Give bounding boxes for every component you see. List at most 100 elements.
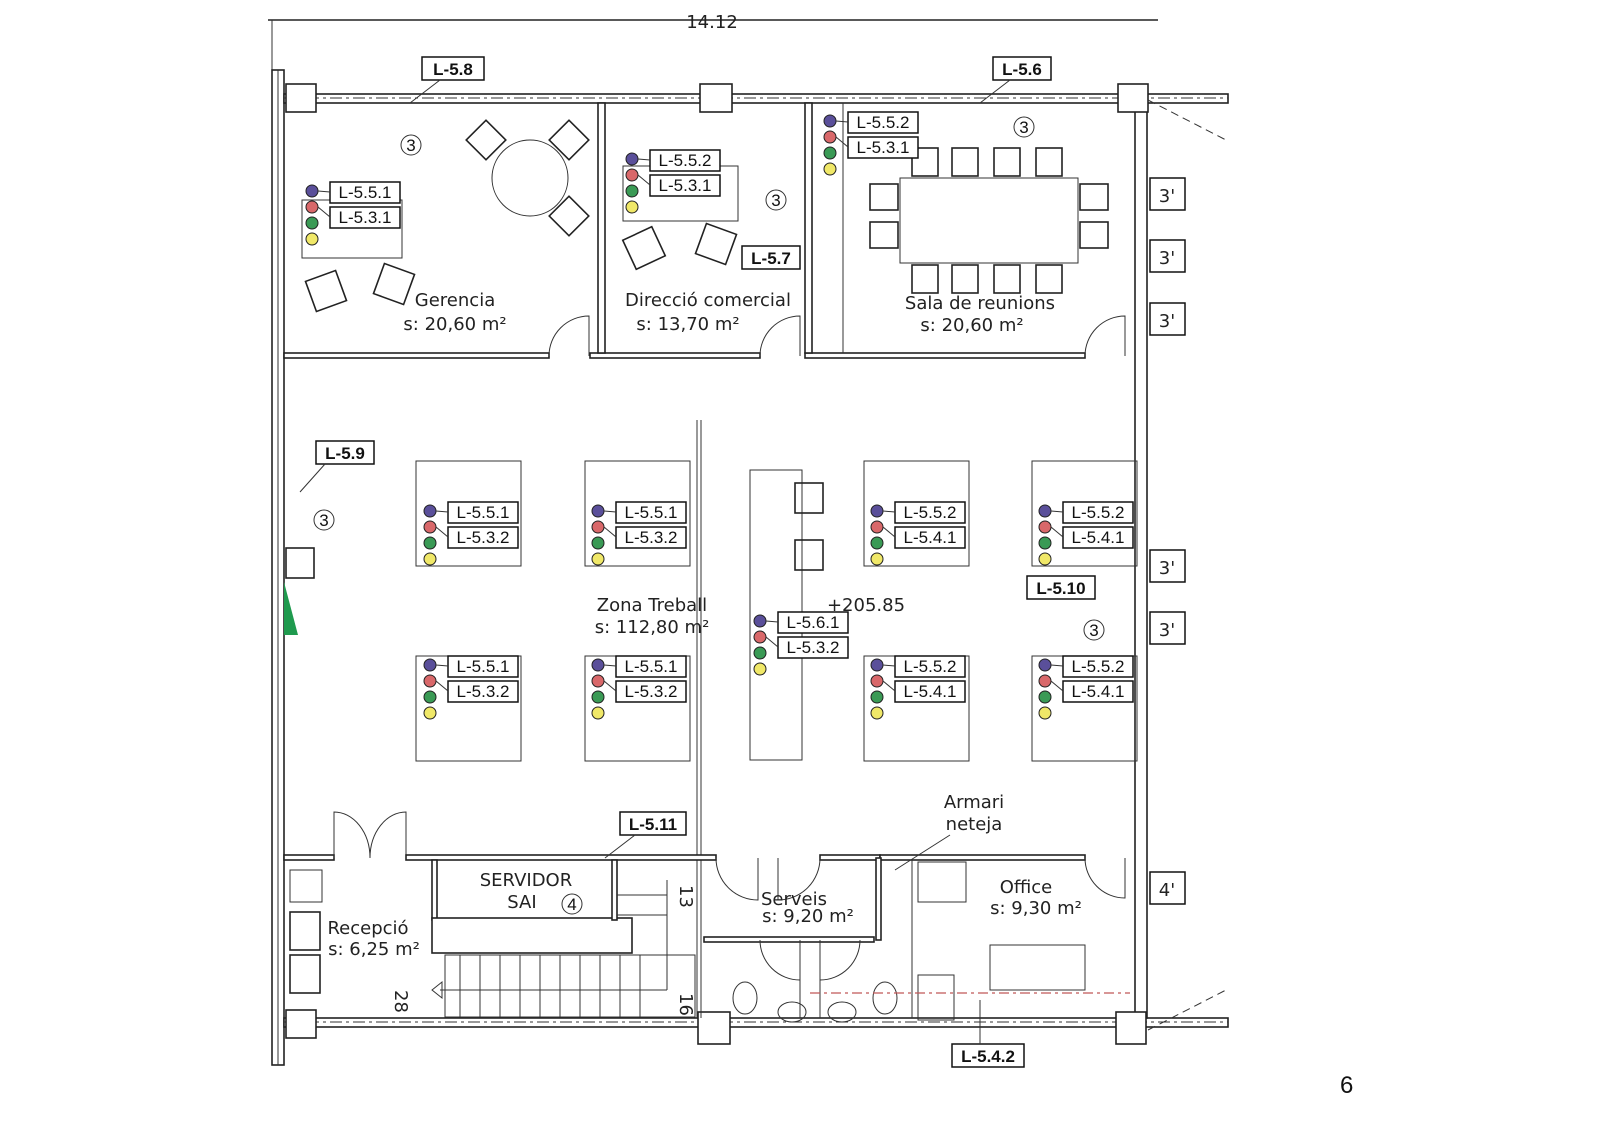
meeting-table-round — [491, 139, 569, 217]
room-area-gerencia: s: 20,60 m² — [403, 314, 506, 335]
dimension-label: 14.12 — [686, 12, 738, 33]
outlet-group: L-5.5.1L-5.3.2 — [591, 501, 687, 566]
outlet-label: L-5.5.2 — [904, 503, 957, 522]
room-area-direccio: s: 13,70 m² — [636, 314, 739, 335]
side-marks: 3' 3' 3' 3' 3' 4' — [1149, 177, 1186, 905]
panel-tags: L-5.8 L-5.6 L-5.7 L-5.9 L-5.10 L-5.11 L-… — [299, 56, 1096, 1068]
room-name-direccio: Direcció comercial — [625, 290, 791, 311]
outlet-label: L-5.4.1 — [904, 682, 957, 701]
room-area-recepcio: s: 6,25 m² — [328, 939, 420, 960]
outlet-group: L-5.5.1L-5.3.2 — [423, 655, 519, 720]
room-name-gerencia: Gerencia — [415, 290, 495, 311]
svg-text:L-5.10: L-5.10 — [1036, 579, 1085, 598]
outlet-dot — [305, 232, 319, 246]
svg-text:3: 3 — [319, 511, 328, 530]
workstations — [415, 460, 1138, 762]
outlet-dot — [305, 216, 319, 230]
outlet-dot — [423, 504, 437, 518]
tag-l56: L-5.6 — [979, 56, 1052, 104]
outlet-group: L-5.5.2L-5.4.1 — [1038, 501, 1134, 566]
svg-text:3': 3' — [1159, 311, 1175, 332]
svg-text:3': 3' — [1159, 186, 1175, 207]
outlet-dot — [870, 520, 884, 534]
outlet-group: L-5.5.1L-5.3.1 — [305, 181, 401, 246]
outlet-dot — [591, 552, 605, 566]
outlet-dot — [823, 146, 837, 160]
green-marker — [284, 582, 298, 635]
outlet-label: L-5.5.2 — [1072, 503, 1125, 522]
outlet-dot — [591, 690, 605, 704]
outlet-group: L-5.5.2L-5.4.1 — [870, 655, 966, 720]
svg-text:L-5.7: L-5.7 — [751, 249, 791, 268]
outlet-dot — [591, 520, 605, 534]
outlet-dot — [1038, 658, 1052, 672]
outlet-dot — [423, 674, 437, 688]
outlet-dot — [823, 130, 837, 144]
outlet-dot — [823, 162, 837, 176]
outlet-group: L-5.5.2L-5.3.1 — [823, 111, 919, 176]
room-area-zona: s: 112,80 m² — [595, 617, 710, 638]
outlet-dot — [753, 614, 767, 628]
svg-text:3': 3' — [1159, 558, 1175, 579]
outlet-dot — [1038, 706, 1052, 720]
outlet-label: L-5.3.2 — [457, 528, 510, 547]
outlet-dot — [1038, 674, 1052, 688]
room-name-serveis: Serveis — [761, 889, 827, 910]
outlet-group: L-5.6.1L-5.3.2 — [753, 611, 849, 676]
outlet-label: L-5.3.1 — [339, 208, 392, 227]
outlet-label: L-5.5.1 — [625, 657, 678, 676]
outlet-dot — [1038, 536, 1052, 550]
outer-walls — [271, 69, 1229, 1066]
svg-text:L-5.6: L-5.6 — [1002, 60, 1042, 79]
outlet-dot — [423, 690, 437, 704]
circled-numbers: 3 3 3 3 3 4 — [313, 116, 1105, 915]
tag-l58: L-5.8 — [409, 56, 485, 104]
outlet-dot — [870, 674, 884, 688]
outlet-label: L-5.5.2 — [857, 113, 910, 132]
outlet-dot — [625, 200, 639, 214]
outlet-dot — [1038, 504, 1052, 518]
outlet-label: L-5.5.1 — [339, 183, 392, 202]
outlet-dot — [870, 690, 884, 704]
outlet-label: L-5.3.2 — [625, 682, 678, 701]
outlet-dot — [870, 536, 884, 550]
outlet-dot — [1038, 520, 1052, 534]
outlet-dot — [423, 520, 437, 534]
outlet-groups: L-5.5.1L-5.3.1L-5.5.2L-5.3.1L-5.5.2L-5.3… — [305, 111, 1134, 720]
armari-label-1: Armari — [944, 792, 1004, 813]
tag-l542: L-5.4.2 — [951, 1000, 1025, 1068]
circled-number-3: 3 — [1083, 619, 1105, 641]
tag-l511: L-5.11 — [604, 811, 687, 859]
outlet-group: L-5.5.1L-5.3.2 — [423, 501, 519, 566]
svg-text:3: 3 — [771, 191, 780, 210]
svg-text:3: 3 — [1089, 621, 1098, 640]
room-name-servidor: SERVIDOR — [480, 870, 572, 891]
room-name-recepcio: Recepció — [327, 918, 408, 939]
outlet-dot — [753, 630, 767, 644]
svg-text:3: 3 — [406, 136, 415, 155]
outlet-label: L-5.3.2 — [457, 682, 510, 701]
outlet-dot — [870, 552, 884, 566]
outlet-label: L-5.5.2 — [904, 657, 957, 676]
outlet-label: L-5.4.1 — [1072, 682, 1125, 701]
outlet-group: L-5.5.1L-5.3.2 — [591, 655, 687, 720]
outlet-dot — [423, 658, 437, 672]
circled-number-3: 3 — [765, 189, 787, 211]
outlet-dot — [591, 674, 605, 688]
outlet-dot — [423, 706, 437, 720]
furniture — [289, 119, 1138, 1023]
outlet-label: L-5.6.1 — [787, 613, 840, 632]
room-name-zona: Zona Treball — [597, 595, 707, 616]
svg-text:3': 3' — [1159, 620, 1175, 641]
outlet-dot — [591, 504, 605, 518]
outlet-dot — [753, 646, 767, 660]
circled-number-3: 3 — [1013, 116, 1035, 138]
outlet-dot — [1038, 552, 1052, 566]
svg-text:L-5.11: L-5.11 — [629, 815, 677, 834]
outlet-label: L-5.4.1 — [1072, 528, 1125, 547]
svg-text:4': 4' — [1159, 880, 1175, 901]
svg-text:L-5.8: L-5.8 — [433, 60, 473, 79]
outlet-dot — [625, 184, 639, 198]
outlet-dot — [870, 706, 884, 720]
